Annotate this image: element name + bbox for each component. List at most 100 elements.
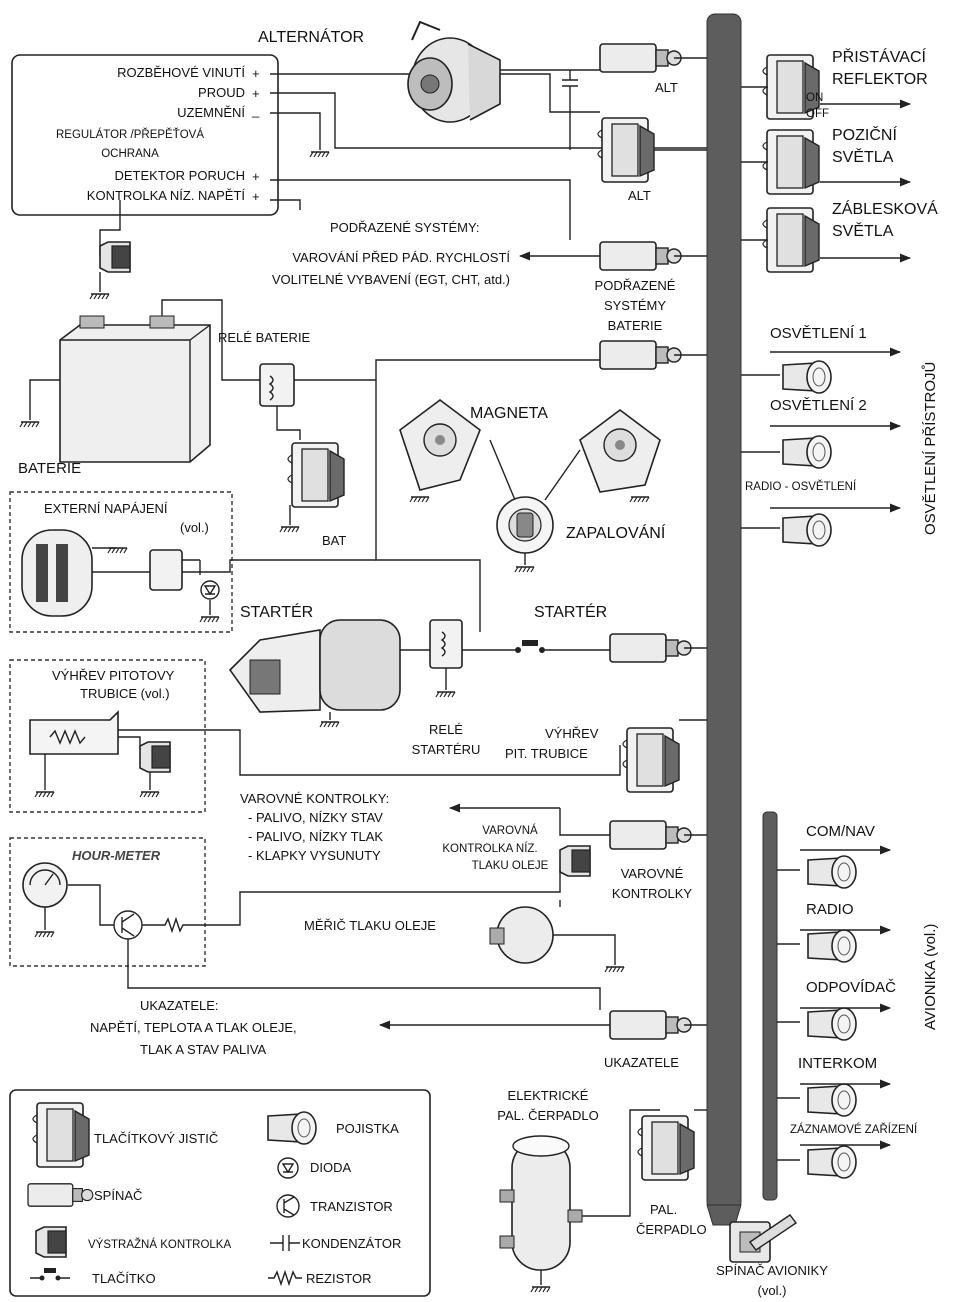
legend-capacitor: KONDENZÁTOR xyxy=(302,1236,401,1251)
alternator-icon xyxy=(407,20,501,123)
avionics-master-switch-icon xyxy=(729,1214,798,1263)
oil-lamp-label-0: VAROVNÁ xyxy=(482,824,538,837)
regulator-row-5-sign: + xyxy=(252,169,260,184)
ground-symbol xyxy=(34,791,55,798)
intercom-label: INTERKOM xyxy=(798,1055,877,1072)
battery-icon xyxy=(59,315,211,463)
recorder-fuse-icon xyxy=(807,1145,857,1179)
subsystems-line1: VAROVÁNÍ PŘED PÁD. RYCHLOSTÍ xyxy=(292,250,510,265)
bat-breaker-icon xyxy=(287,442,345,508)
legend-switch: SPÍNAČ xyxy=(94,1188,142,1203)
external-power-optional: (vol.) xyxy=(180,520,209,535)
starter-relay-label-1: STARTÉRU xyxy=(412,742,481,757)
warning-lamp-icon xyxy=(99,241,131,273)
subsystems-switch-label-2: BATERIE xyxy=(608,318,663,333)
warnings-heading: VAROVNÉ KONTROLKY: xyxy=(240,791,389,806)
legend-capacitor-icon xyxy=(270,1235,300,1251)
legend-transistor: TRANZISTOR xyxy=(310,1199,393,1214)
transponder-label: ODPOVÍDAČ xyxy=(806,979,896,996)
alt-switch-label: ALT xyxy=(655,80,678,95)
subsystems-switch-icon xyxy=(599,241,682,271)
avionics-switch-label-1: (vol.) xyxy=(758,1283,787,1298)
indicators-switch-label: UKAZATELE xyxy=(604,1055,679,1070)
position-light-label-0: POZIČNÍ xyxy=(832,125,897,144)
breaker-off-label: OFF xyxy=(806,108,829,120)
regulator-row-5: DETEKTOR PORUCH xyxy=(115,168,246,183)
ground-symbol xyxy=(514,566,535,573)
alternator-title: ALTERNÁTOR xyxy=(258,27,364,46)
regulator-row-6-sign: + xyxy=(252,189,260,204)
ignition-label: ZAPALOVÁNÍ xyxy=(566,523,666,542)
ground-symbol xyxy=(530,1286,551,1293)
position-light-breaker-icon xyxy=(762,129,820,195)
radio-light-fuse-icon xyxy=(782,513,832,547)
breaker-on-label: ON xyxy=(806,92,823,104)
instrument-light-2-fuse-icon xyxy=(782,435,832,469)
transponder-fuse-icon xyxy=(807,1007,857,1041)
magneto-right-icon xyxy=(579,409,661,493)
warnings-switch-label-1: KONTROLKY xyxy=(612,886,693,901)
fuel-pump-breaker-label-0: PAL. xyxy=(650,1202,677,1217)
warnings-item-0: - PALIVO, NÍZKY STAV xyxy=(248,810,383,825)
position-light-label-1: SVĚTLA xyxy=(832,147,894,166)
starter-switch-label: STARTÉR xyxy=(534,602,607,621)
legend-warning-lamp: VÝSTRAŽNÁ KONTROLKA xyxy=(88,1238,231,1251)
oil-pressure-label: MĚŘIČ TLAKU OLEJE xyxy=(304,918,436,933)
regulator-row-1-sign: + xyxy=(252,86,260,101)
diode-icon xyxy=(200,580,220,600)
hour-meter-box xyxy=(9,837,206,967)
legend-button: TLAČÍTKO xyxy=(92,1271,156,1286)
starter-motor-label: STARTÉR xyxy=(240,602,313,621)
alt-breaker-icon xyxy=(597,117,655,183)
warnings-item-1: - PALIVO, NÍZKY TLAK xyxy=(248,829,383,844)
ground-symbol xyxy=(199,616,220,623)
avionics-switch-label-0: SPÍNAČ AVIONIKY xyxy=(716,1263,828,1278)
ground-symbol xyxy=(435,691,456,698)
pitot-tube-icon xyxy=(29,710,119,755)
ground-symbol xyxy=(309,151,330,158)
legend-transistor-icon xyxy=(276,1194,300,1218)
battery-relay-label: RELÉ BATERIE xyxy=(218,330,311,345)
magneto-left-icon xyxy=(399,399,481,491)
fuel-pump-breaker-icon xyxy=(637,1115,695,1181)
starter-button-icon xyxy=(515,640,545,653)
pitot-breaker-label-0: VÝHŘEV xyxy=(545,726,599,741)
warnings-item-2: - KLAPKY VYSUNUTY xyxy=(248,848,381,863)
fuel-pump-title-1: PAL. ČERPADLO xyxy=(497,1108,598,1123)
com-nav-fuse-icon xyxy=(807,855,857,889)
radio-fuse-icon xyxy=(807,929,857,963)
instrument-lighting-vertical-label: OSVĚTLENÍ PŘÍSTROJŮ xyxy=(921,362,939,535)
strobe-light-label-0: ZÁBLESKOVÁ xyxy=(832,199,938,218)
ground-symbol xyxy=(409,496,430,503)
battery-relay-icon xyxy=(259,363,295,407)
oil-lamp-label-1: KONTROLKA NÍZ. xyxy=(442,842,537,855)
subsystems-switch-label-1: SYSTÉMY xyxy=(604,298,666,313)
main-bus-bar xyxy=(706,13,742,1211)
legend-diode: DIODA xyxy=(310,1160,352,1175)
pitot-lamp-icon xyxy=(139,741,171,773)
pitot-breaker-icon xyxy=(622,727,680,793)
radio-label: RADIO xyxy=(806,901,854,918)
alt-breaker-label: ALT xyxy=(628,188,651,203)
wire-lamp xyxy=(99,200,121,256)
indicators-line1: NAPĚTÍ, TEPLOTA A TLAK OLEJE, xyxy=(90,1020,297,1035)
hour-meter-title: HOUR-METER xyxy=(72,848,161,863)
regulator-row-6: KONTROLKA NÍZ. NAPĚTÍ xyxy=(87,188,246,203)
strobe-light-breaker-icon xyxy=(762,207,820,273)
oil-pressure-sender-icon xyxy=(489,906,554,964)
ground-symbol xyxy=(279,526,300,533)
external-power-title: EXTERNÍ NAPÁJENÍ xyxy=(44,501,168,516)
wire-capacitor xyxy=(562,70,578,150)
legend-fuse: POJISTKA xyxy=(336,1121,399,1136)
legend-fuse-icon xyxy=(267,1111,317,1145)
indicators-switch-icon xyxy=(609,1010,692,1040)
ground-symbol xyxy=(629,496,650,503)
subsystems-line2: VOLITELNÉ VYBAVENÍ (EGT, CHT, atd.) xyxy=(272,272,510,287)
pitot-title-1: TRUBICE (vol.) xyxy=(80,686,170,701)
external-power-box xyxy=(9,491,233,633)
indicators-heading: UKAZATELE: xyxy=(140,998,219,1013)
starter-relay-label-0: RELÉ xyxy=(429,722,463,737)
avionics-bus-bar xyxy=(762,811,778,1201)
oil-warning-lamp-icon xyxy=(559,845,591,877)
